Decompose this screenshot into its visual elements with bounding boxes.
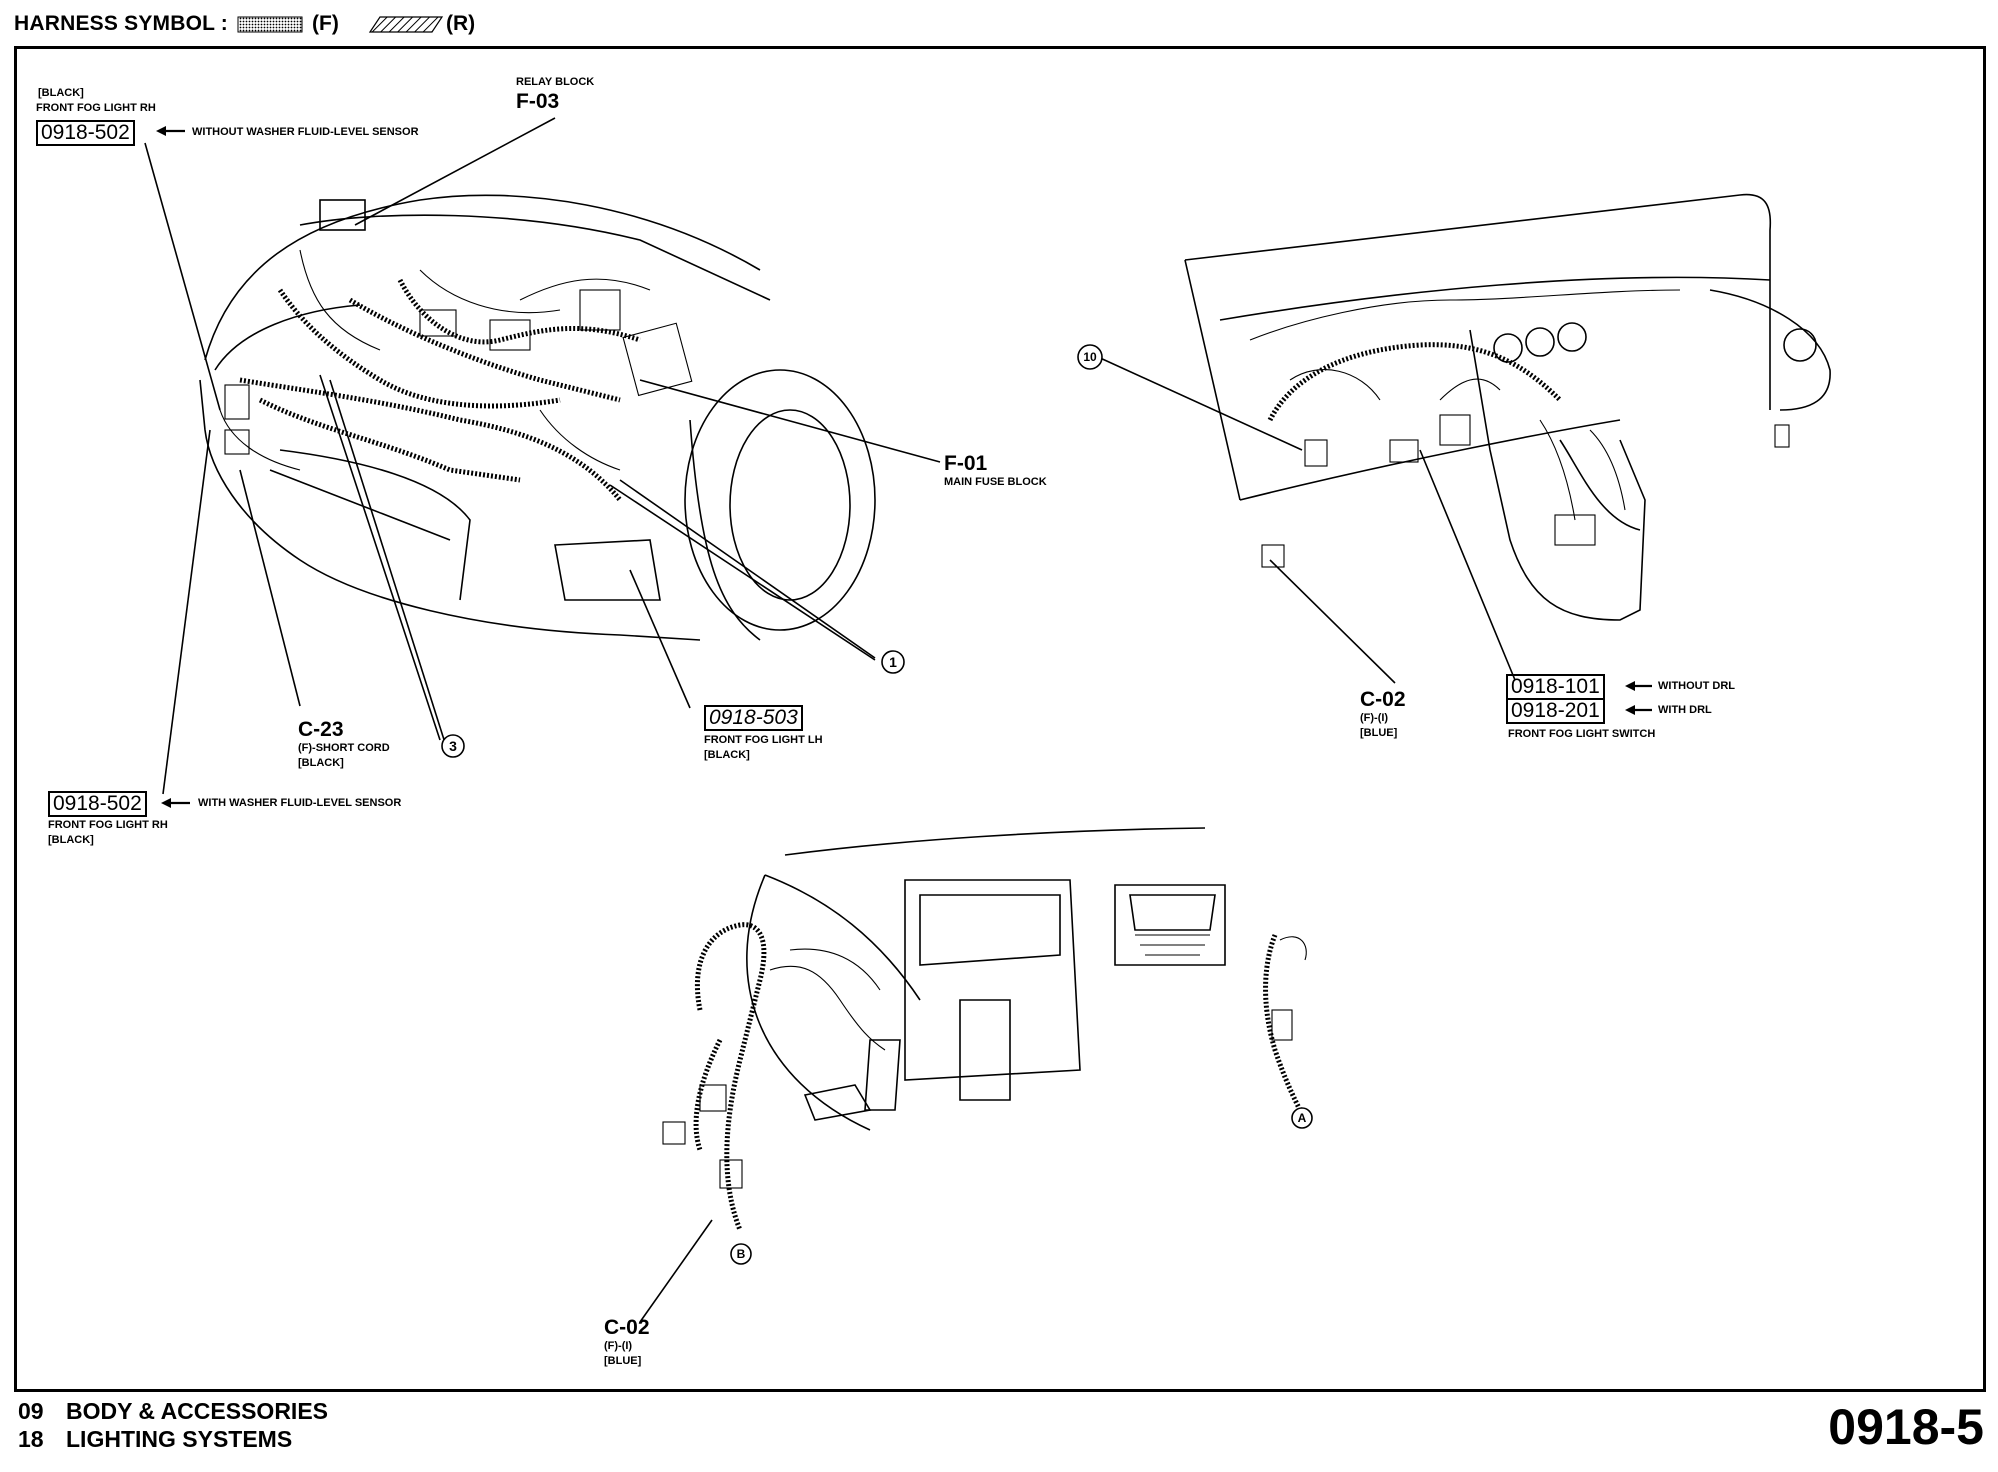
svg-text:1: 1 — [889, 654, 897, 670]
svg-text:10: 10 — [1083, 350, 1097, 364]
c23-code: C-23 — [298, 718, 344, 741]
dashboard-illustration — [1184, 193, 1831, 621]
fog-rh-bottom-color: [BLACK] — [48, 834, 94, 846]
fog-lh-name: FRONT FOG LIGHT LH — [704, 734, 823, 746]
fog-rh-top-name: FRONT FOG LIGHT RH — [36, 102, 156, 114]
lower-interior-illustration — [662, 827, 1307, 1231]
relay-block-name: RELAY BLOCK — [516, 76, 595, 88]
c23-color: [BLACK] — [298, 757, 344, 769]
callout-a: A — [1291, 1107, 1313, 1129]
callout-10: 10 — [1077, 344, 1103, 370]
main-fuse-code: F-01 — [944, 452, 988, 475]
c02-bottom-desc: (F)-(I) — [604, 1340, 633, 1352]
engine-compartment-illustration — [199, 194, 876, 641]
c02-bottom-color: [BLUE] — [604, 1355, 642, 1367]
harness-symbol-label: HARNESS SYMBOL : — [14, 12, 228, 35]
page-number: 0918-5 — [1828, 1399, 1984, 1455]
rear-harness-label: (R) — [446, 12, 476, 35]
fog-rh-top-color: [BLACK] — [38, 87, 84, 99]
switch-note-with-drl: WITH DRL — [1658, 704, 1712, 716]
fog-rh-bottom-note: WITH WASHER FLUID-LEVEL SENSOR — [198, 797, 402, 809]
footer-subsection-title: LIGHTING SYSTEMS — [66, 1426, 293, 1452]
callout-b: B — [730, 1243, 752, 1265]
switch-note-without-drl: WITHOUT DRL — [1658, 680, 1735, 692]
svg-text:3: 3 — [449, 738, 457, 754]
diagram-frame — [14, 46, 1986, 1392]
c02-right-code: C-02 — [1360, 688, 1406, 711]
switch-code-without-drl: 0918-101 — [1506, 674, 1605, 700]
fog-lh-color: [BLACK] — [704, 749, 750, 761]
fog-rh-bottom-name: FRONT FOG LIGHT RH — [48, 819, 168, 831]
c02-right-desc: (F)-(I) — [1360, 712, 1389, 724]
c02-bottom-code: C-02 — [604, 1316, 650, 1339]
callout-3: 3 — [441, 734, 465, 758]
c23-desc: (F)-SHORT CORD — [298, 742, 390, 754]
svg-text:A: A — [1298, 1111, 1307, 1125]
front-harness-symbol-icon — [237, 16, 303, 33]
fog-lh-code: 0918-503 — [704, 705, 803, 731]
footer-subsection-number: 18 — [18, 1426, 44, 1452]
main-fuse-name: MAIN FUSE BLOCK — [944, 476, 1047, 488]
switch-name: FRONT FOG LIGHT SWITCH — [1508, 728, 1656, 740]
fog-rh-top-note: WITHOUT WASHER FLUID-LEVEL SENSOR — [192, 126, 419, 138]
relay-block-code: F-03 — [516, 90, 560, 113]
switch-code-with-drl: 0918-201 — [1506, 698, 1605, 724]
footer-section-number: 09 — [18, 1398, 44, 1424]
callout-1: 1 — [881, 650, 905, 674]
front-harness-label: (F) — [312, 12, 339, 35]
svg-text:B: B — [737, 1247, 746, 1261]
footer-section-title: BODY & ACCESSORIES — [66, 1398, 328, 1424]
fog-rh-bottom-code: 0918-502 — [48, 791, 147, 817]
fog-rh-top-code: 0918-502 — [36, 120, 135, 146]
rear-harness-symbol-icon — [368, 16, 444, 33]
c02-right-color: [BLUE] — [1360, 727, 1398, 739]
